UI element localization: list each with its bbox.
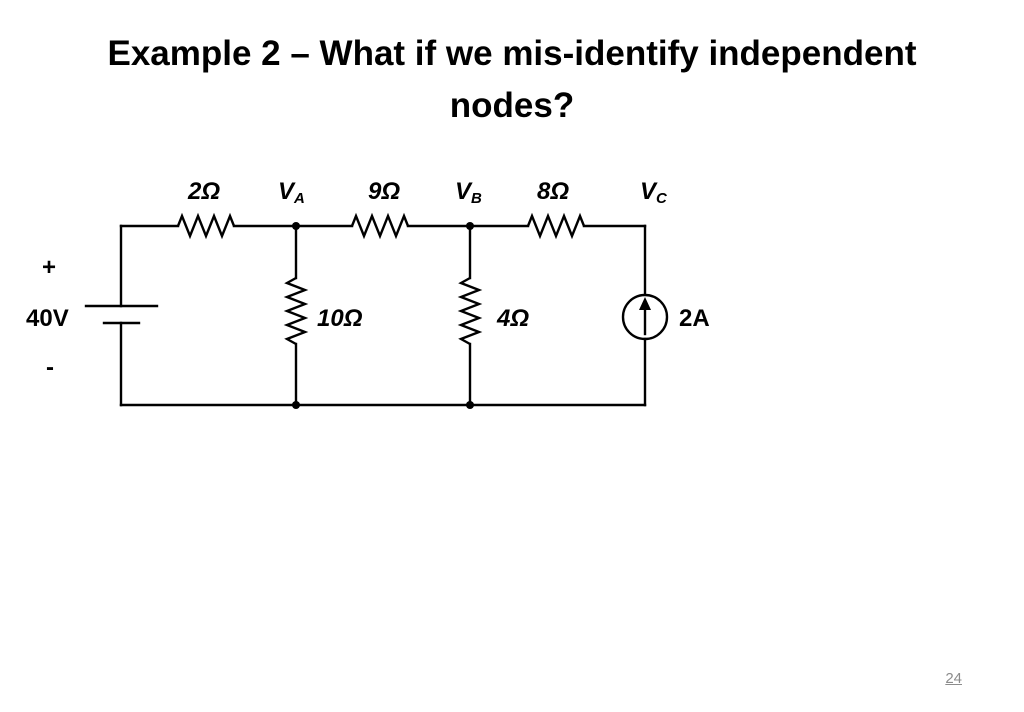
current-source-arrow-head bbox=[639, 297, 651, 310]
resistor-10-ohm bbox=[283, 276, 309, 346]
slide-title: Example 2 – What if we mis-identify inde… bbox=[0, 28, 1024, 132]
resistor-8-ohm bbox=[526, 212, 586, 240]
resistor-4-ohm bbox=[457, 276, 483, 346]
junction-node-a-top bbox=[292, 222, 300, 230]
label-resistor-9-ohm: 9Ω bbox=[368, 178, 400, 205]
label-resistor-2-ohm: 2Ω bbox=[187, 178, 220, 205]
page-number: 24 bbox=[945, 670, 962, 687]
resistor-9-ohm bbox=[350, 212, 410, 240]
label-current-source: 2A bbox=[679, 305, 710, 332]
label-resistor-10-ohm: 10Ω bbox=[317, 305, 363, 332]
label-source-plus: + bbox=[42, 254, 56, 281]
slide-title-line-2: nodes? bbox=[449, 86, 575, 125]
label-node-b: VB bbox=[455, 178, 482, 207]
label-source-minus: - bbox=[46, 354, 54, 381]
label-resistor-8-ohm: 8Ω bbox=[537, 178, 569, 205]
slide-title-line-1: Example 2 – What if we mis-identify inde… bbox=[107, 34, 917, 73]
junction-node-b-top bbox=[466, 222, 474, 230]
label-resistor-4-ohm: 4Ω bbox=[496, 305, 529, 332]
label-node-c: VC bbox=[640, 178, 668, 207]
label-source-voltage: 40V bbox=[26, 305, 69, 332]
junction-node-b-bottom bbox=[466, 401, 474, 409]
resistor-2-ohm bbox=[176, 212, 236, 240]
label-node-a: VA bbox=[278, 178, 305, 207]
junction-node-a-bottom bbox=[292, 401, 300, 409]
